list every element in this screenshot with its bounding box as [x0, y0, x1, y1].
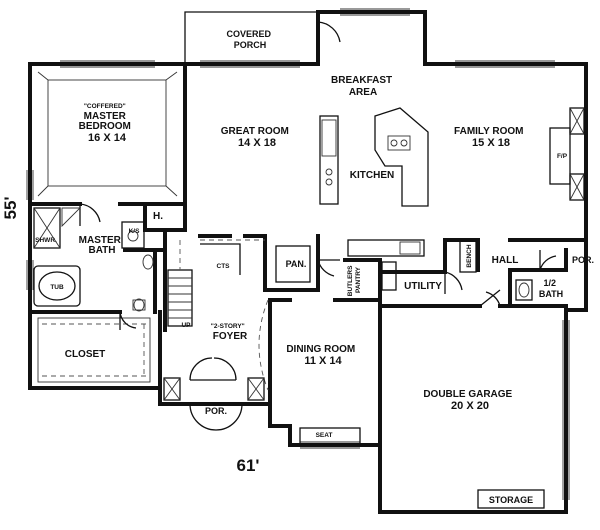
great-room-label: GREAT ROOM 14 X 18 [221, 121, 294, 149]
butlers-pantry-label: BUTLERS PANTRY [347, 264, 362, 297]
master-bath-label: MASTER BATH [79, 230, 126, 256]
seat-label: SEAT [316, 432, 333, 439]
covered-porch: COVERED PORCH [226, 21, 341, 50]
half-bath-label: 1/2 BATH [539, 278, 563, 299]
dining-room-label: DINING ROOM 11 X 14 [286, 339, 359, 367]
covered-porch-label: COVERED PORCH [226, 29, 273, 50]
exterior-walls [28, 10, 588, 514]
master-bedroom-label: "COFFERED" MASTER BEDROOM 16 X 14 [79, 95, 136, 144]
bench: BENCH [459, 239, 477, 273]
half-bath: 1/2 BATH [515, 250, 563, 301]
closet-label: CLOSET [65, 349, 106, 360]
front-porch: POR. [189, 403, 243, 431]
hall-label: HALL [492, 255, 519, 266]
depth-dimension: 55' [1, 197, 20, 220]
fireplace-label: F/P [557, 153, 568, 160]
butlers-pantry: BUTLERS PANTRY [347, 239, 425, 297]
utility-label: UTILITY [404, 281, 442, 292]
pantry-label: PAN. [286, 259, 307, 269]
foyer: UP CTS "2-STORY" FOYER [163, 239, 269, 401]
kitchen: KITCHEN [319, 107, 429, 207]
interior-walls [28, 62, 588, 447]
family-room-label: FAMILY ROOM 15 X 18 [454, 121, 528, 149]
side-porch-label: POR. [572, 255, 594, 265]
dining-room: DINING ROOM 11 X 14 SEAT [286, 339, 361, 445]
family-room: FAMILY ROOM 15 X 18 F/P [454, 107, 585, 201]
breakfast-area-label: BREAKFAST AREA [331, 75, 395, 98]
pantry: PAN. [275, 245, 340, 283]
cts-label: CTS [217, 263, 231, 270]
storage-label: STORAGE [489, 495, 533, 505]
bench-label: BENCH [466, 244, 473, 267]
double-garage-label: DOUBLE GARAGE 20 X 20 [423, 384, 516, 412]
linen-closet-label: H. [153, 211, 163, 222]
kitchen-label: KITCHEN [350, 170, 394, 181]
side-porch: POR. [572, 255, 594, 265]
master-bedroom: "COFFERED" MASTER BEDROOM 16 X 14 [37, 71, 178, 226]
double-garage: DOUBLE GARAGE 20 X 20 STORAGE [423, 384, 545, 509]
stairs-up-label: UP [181, 322, 191, 329]
ks-label: K/S [129, 228, 141, 235]
master-bath: SHWR. TUB K/S MASTER BATH [33, 207, 154, 312]
tub-label: TUB [50, 284, 64, 291]
closet: CLOSET [37, 311, 151, 383]
shower-label: SHWR. [35, 237, 57, 244]
windows [26, 8, 570, 500]
great-room: GREAT ROOM 14 X 18 [221, 121, 294, 149]
breakfast-area: BREAKFAST AREA [331, 75, 395, 98]
width-dimension: 61' [237, 456, 260, 475]
utility: UTILITY [404, 271, 501, 307]
foyer-label: "2-STORY" FOYER [211, 315, 249, 342]
front-porch-label: POR. [205, 406, 227, 416]
